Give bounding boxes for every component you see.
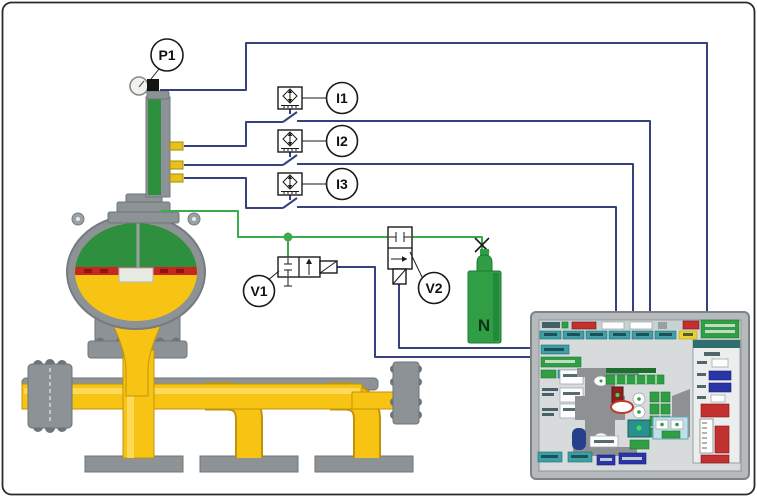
right-end-flange: [390, 361, 422, 425]
stem-marker-2: [169, 160, 184, 170]
label-i2-circle: [325, 124, 359, 158]
hmi-button: [708, 382, 732, 393]
hmi-alarm-button-2: [682, 320, 700, 330]
pressure-gauge: [129, 76, 159, 96]
hmi-title-bar: [540, 319, 740, 339]
pipe-support-pad: [199, 455, 299, 473]
hmi-status-block: [700, 319, 740, 339]
hmi-process-mimic: [559, 368, 690, 456]
signal-lines: [160, 42, 708, 358]
left-end-flange: [27, 359, 73, 433]
signal-line-v2-to-hmi: [398, 284, 531, 349]
solenoid-valve-v2: V2: [387, 226, 451, 305]
signal-line-marker3-to-i3: [184, 177, 283, 209]
label-p1: P1: [150, 38, 184, 80]
hmi-alarm-button: [571, 321, 597, 330]
outlet-stub-pipe: [351, 391, 397, 410]
hmi-bargraph: [699, 403, 730, 464]
instrument-i2: I2: [277, 124, 359, 166]
label-v1-circle: [242, 274, 276, 308]
hmi-button: [629, 439, 650, 450]
bottle-neck: [476, 254, 493, 273]
hmi-button: [540, 369, 557, 379]
label-v2-circle: [417, 271, 451, 305]
label-i2-text: I2: [336, 133, 348, 149]
signal-line-marker1-to-i1: [184, 121, 283, 147]
label-i1-circle: [325, 81, 359, 115]
relief-valve-assembly: [66, 76, 206, 397]
bottle-body: [467, 270, 502, 344]
signal-line-i1-to-hmi: [297, 120, 651, 312]
hmi-bottom-buttons: [537, 451, 647, 466]
label-i3-text: I3: [336, 176, 348, 192]
label-p1-text: P1: [158, 47, 175, 63]
lug-hole: [192, 217, 196, 221]
stem-marker-3: [169, 173, 184, 183]
pipe-highlight: [24, 388, 360, 394]
hmi-gauge-ellipse: [610, 400, 634, 414]
bottle-shade: [493, 273, 499, 341]
label-v2-text: V2: [425, 280, 442, 296]
label-i1-text: I1: [336, 90, 348, 106]
needle-valve-icon: [474, 237, 490, 253]
signal-line-i3-to-hmi: [297, 206, 617, 312]
signal-line-v1-to-hmi: [337, 266, 531, 358]
lug-hole: [76, 217, 80, 221]
instrument-i1: I1: [277, 81, 359, 123]
label-v1-text: V1: [250, 283, 267, 299]
hmi-blue-blob: [572, 428, 586, 450]
signal-line-i2-to-hmi: [297, 163, 634, 312]
label-n-text: N: [478, 316, 490, 335]
actuator-dome-interior: [75, 223, 197, 321]
solenoid-valve-v1: V1: [242, 256, 338, 308]
instrument-i3: I3: [277, 167, 359, 209]
hmi-right-panel: [692, 339, 741, 464]
hmi-panel: [530, 311, 750, 480]
hmi-tab-row: [539, 330, 698, 340]
nitrogen-bottle-group: N: [467, 237, 502, 344]
valve-stem: [145, 90, 184, 198]
signal-line-p1: [160, 42, 708, 312]
valve-seat: [118, 267, 154, 283]
hmi-button: [708, 370, 732, 381]
pilot-line-valve-to-v2: [161, 210, 388, 238]
label-p1-circle: [150, 38, 184, 72]
stem-marker-1: [169, 141, 184, 151]
pilot-line-junction: [283, 232, 293, 242]
pipe-highlight: [127, 350, 134, 458]
stem-cap-nut: [146, 90, 170, 100]
main-header-pipe: [21, 383, 363, 410]
pipe-support-pad: [314, 455, 414, 473]
bottle-valve-stub: [480, 249, 489, 257]
label-i3-circle: [325, 167, 359, 201]
gauge-connector-block: [147, 79, 159, 91]
bonnet-base: [107, 211, 180, 224]
